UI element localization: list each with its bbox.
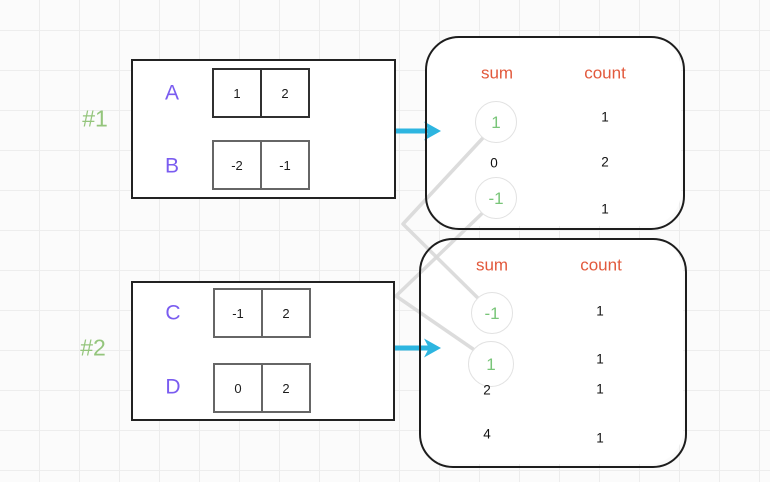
- count-column-header: count: [584, 63, 626, 83]
- sum-value: 0: [490, 155, 498, 171]
- array-cell: 1: [212, 68, 262, 118]
- sum-value-circled: -1: [471, 292, 513, 334]
- array-label-c: C: [165, 301, 181, 325]
- result-panel-2: [419, 238, 687, 468]
- array-a-cells: 1 2: [212, 68, 310, 118]
- array-cell: 2: [261, 288, 311, 338]
- array-c-cells: -1 2: [213, 288, 311, 338]
- array-label-b: B: [164, 154, 180, 178]
- array-cell: 2: [261, 363, 311, 413]
- array-cell: 2: [260, 68, 310, 118]
- result-panel-1: [425, 36, 685, 230]
- array-cell: 0: [213, 363, 263, 413]
- array-cell: -1: [213, 288, 263, 338]
- count-value: 1: [596, 381, 604, 397]
- sum-column-header: sum: [475, 255, 509, 275]
- array-label-d: D: [165, 375, 181, 399]
- array-cell: -2: [212, 140, 262, 190]
- count-column-header: count: [580, 255, 622, 275]
- example-1-label: #1: [82, 105, 108, 132]
- sum-value-circled: -1: [475, 177, 517, 219]
- array-d-cells: 0 2: [213, 363, 311, 413]
- array-cell: -1: [260, 140, 310, 190]
- sum-value-circled: 1: [475, 101, 517, 143]
- array-b-cells: -2 -1: [212, 140, 310, 190]
- count-value: 1: [601, 201, 609, 217]
- array-label-a: A: [164, 81, 180, 105]
- example-2-label: #2: [80, 334, 106, 361]
- count-value: 1: [596, 430, 604, 446]
- count-value: 1: [601, 109, 609, 125]
- count-value: 1: [596, 351, 604, 367]
- count-value: 1: [596, 303, 604, 319]
- sum-value: 4: [483, 426, 491, 442]
- sum-value: 2: [483, 382, 491, 398]
- sum-column-header: sum: [480, 63, 514, 83]
- count-value: 2: [601, 154, 609, 170]
- sum-value-circled: 1: [468, 341, 514, 387]
